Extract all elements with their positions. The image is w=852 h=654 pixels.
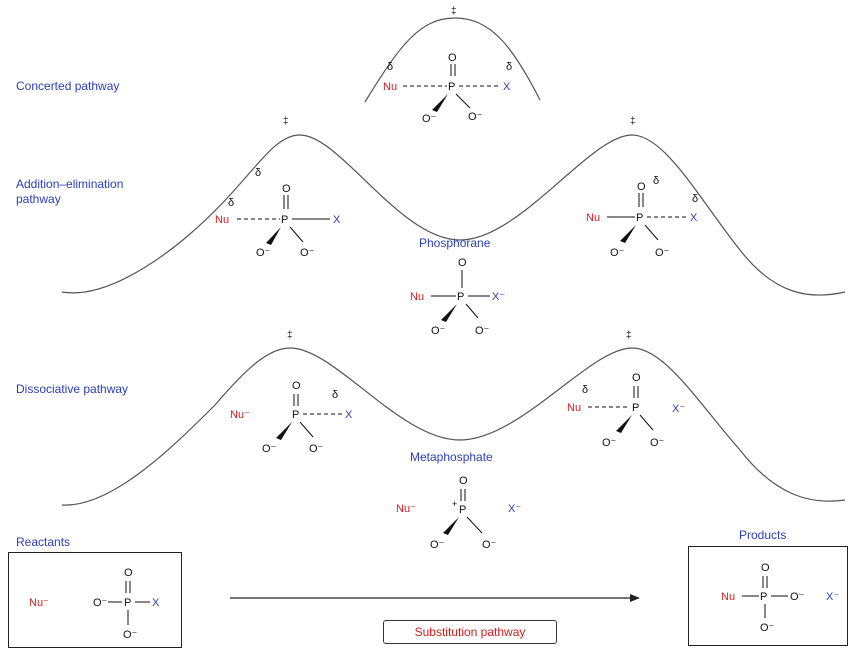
delta: δ bbox=[332, 389, 338, 401]
nucleophile-label: Nu bbox=[410, 291, 424, 303]
oxide-right: O⁻ bbox=[655, 247, 670, 259]
phosphorus: P bbox=[760, 591, 767, 603]
oxo: O bbox=[459, 475, 468, 487]
ts-marker: ‡ bbox=[287, 330, 293, 341]
oxide-left: O⁻ bbox=[430, 539, 445, 551]
oxide-left: O⁻ bbox=[422, 113, 437, 125]
oxo: O bbox=[124, 567, 133, 579]
phosphorane-structure: O Nu P X⁻ O⁻ O⁻ bbox=[410, 257, 505, 337]
oxide-left: O⁻ bbox=[93, 597, 108, 609]
oxide-left: O⁻ bbox=[602, 437, 617, 449]
metaphosphate-label: Metaphosphate bbox=[410, 450, 493, 464]
substitution-arrowhead bbox=[630, 594, 640, 602]
nucleophile-anion: Nu⁻ bbox=[396, 503, 416, 515]
oxo: O bbox=[458, 257, 467, 269]
substitution-pathway-label: Substitution pathway bbox=[383, 620, 557, 644]
leaving-group-anion: X⁻ bbox=[826, 591, 839, 603]
nucleophile-anion: Nu⁻ bbox=[29, 597, 49, 609]
nucleophile-label: Nu bbox=[567, 402, 581, 414]
phosphorus: P bbox=[281, 214, 288, 226]
oxo: O bbox=[632, 372, 641, 384]
dissociative-energy-curve bbox=[61, 347, 846, 506]
products-box bbox=[688, 546, 848, 646]
leaving-group: X bbox=[503, 81, 511, 93]
leaving-group: X⁻ bbox=[492, 291, 505, 303]
dissociative-ts-second: ‡ δ Nu O P X⁻ O⁻ O⁻ bbox=[567, 330, 685, 449]
addition-ts-second: ‡ δ δ Nu P X O O⁻ O⁻ bbox=[586, 116, 698, 259]
svg-text:+: + bbox=[452, 499, 457, 509]
leaving-group: X bbox=[690, 212, 698, 224]
metaphosphate-structure: Nu⁻ O P + X⁻ O⁻ O⁻ bbox=[396, 475, 521, 551]
concerted-pathway-label: Concerted pathway bbox=[16, 79, 120, 93]
leaving-group: X bbox=[345, 409, 353, 421]
nucleophile-label: Nu bbox=[721, 591, 735, 603]
products-label: Products bbox=[739, 528, 787, 542]
leaving-group: X bbox=[152, 597, 160, 609]
phosphorus: P bbox=[292, 409, 299, 421]
oxide-right: O⁻ bbox=[482, 539, 497, 551]
concerted-transition-state: ‡ δ δ Nu P X O O⁻ O⁻ bbox=[383, 6, 512, 125]
reactants-box bbox=[8, 552, 182, 648]
nucleophile-anion: Nu⁻ bbox=[230, 409, 250, 421]
oxide-left: O⁻ bbox=[262, 443, 277, 455]
oxide-bottom: O⁻ bbox=[123, 629, 138, 641]
nucleophile-label: Nu bbox=[215, 214, 229, 226]
delta: δ bbox=[582, 384, 588, 396]
phosphorus: P bbox=[459, 504, 466, 516]
leaving-group-anion: X⁻ bbox=[672, 403, 685, 415]
nucleophile-label: Nu bbox=[383, 81, 397, 93]
addition-elimination-pathway-label: Addition–elimination pathway bbox=[16, 177, 124, 206]
oxo: O bbox=[637, 181, 646, 193]
oxo: O bbox=[448, 52, 457, 64]
delta: δ bbox=[692, 193, 698, 205]
ts-marker: ‡ bbox=[630, 116, 636, 127]
oxide-left: O⁻ bbox=[431, 325, 446, 337]
oxide-right: O⁻ bbox=[790, 591, 805, 603]
oxide-right: O⁻ bbox=[475, 325, 490, 337]
delta-nu: δ bbox=[387, 61, 393, 73]
oxide-right: O⁻ bbox=[309, 443, 324, 455]
oxide-left: O⁻ bbox=[610, 247, 625, 259]
addition-elimination-energy-curve bbox=[61, 134, 846, 296]
phosphorus: P bbox=[636, 212, 643, 224]
oxide-left: O⁻ bbox=[256, 247, 271, 259]
oxo: O bbox=[292, 380, 301, 392]
oxide-right: O⁻ bbox=[468, 111, 483, 123]
dissociative-pathway-label: Dissociative pathway bbox=[16, 382, 129, 396]
phosphorus: P bbox=[124, 597, 131, 609]
reactants-label: Reactants bbox=[16, 535, 71, 549]
oxo: O bbox=[282, 183, 291, 195]
concerted-energy-curve bbox=[364, 17, 541, 103]
delta: δ bbox=[228, 197, 234, 209]
phosphorane-label: Phosphorane bbox=[419, 236, 491, 250]
phosphorus: P bbox=[457, 291, 464, 303]
phosphorus: P bbox=[632, 402, 639, 414]
addition-ts-first: ‡ δ δ Nu P X O O⁻ O⁻ bbox=[215, 116, 341, 259]
oxide-bottom: O⁻ bbox=[760, 622, 775, 634]
ts-marker: ‡ bbox=[626, 330, 632, 341]
ts-marker: ‡ bbox=[451, 6, 457, 17]
oxide-right: O⁻ bbox=[300, 247, 315, 259]
delta-x: δ bbox=[506, 61, 512, 73]
ts-marker: ‡ bbox=[283, 116, 289, 127]
leaving-group: X bbox=[333, 214, 341, 226]
reactants-structure: Nu⁻ O O⁻ P X O⁻ bbox=[29, 567, 160, 641]
products-structure: O Nu P O⁻ X⁻ O⁻ bbox=[721, 562, 839, 634]
oxide-right: O⁻ bbox=[650, 437, 665, 449]
delta: δ bbox=[653, 175, 659, 187]
leaving-group-anion: X⁻ bbox=[508, 503, 521, 515]
phosphorus: P bbox=[448, 81, 455, 93]
delta: δ bbox=[255, 167, 261, 179]
oxo: O bbox=[761, 562, 770, 574]
dissociative-ts-first: ‡ Nu⁻ O P δ X O⁻ O⁻ bbox=[230, 330, 353, 455]
nucleophile-label: Nu bbox=[586, 212, 600, 224]
